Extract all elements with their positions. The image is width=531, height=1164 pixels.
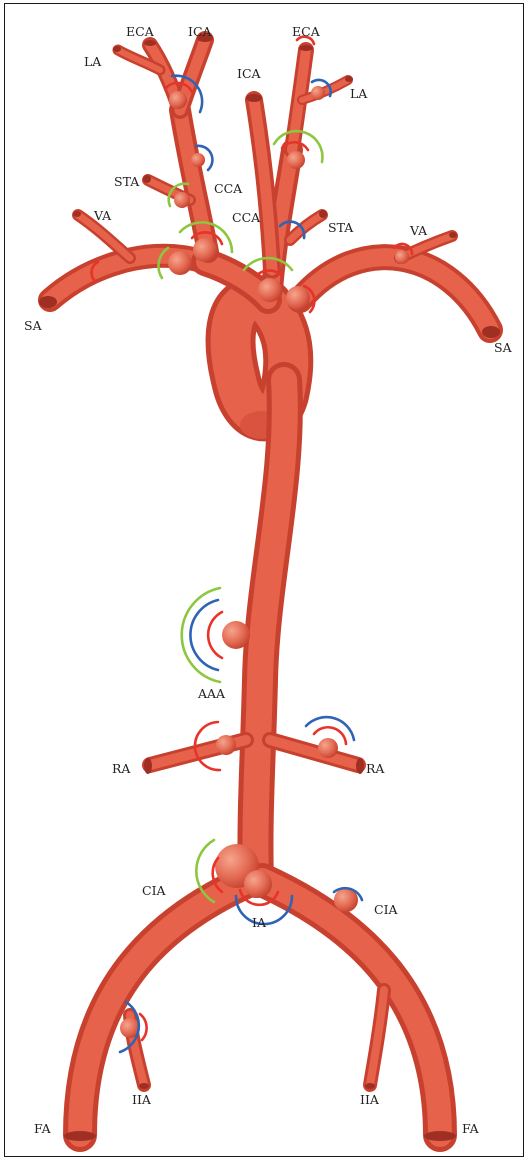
label-sa-left: SA [24, 318, 43, 333]
label-la-right: LA [350, 86, 368, 101]
aneurysm-arch-left [258, 278, 282, 302]
label-iia-right: IIA [360, 1092, 380, 1107]
label-va-left: VA [93, 208, 112, 223]
aneurysm-cca-left-upper [191, 153, 205, 167]
label-fa-left: FA [34, 1121, 52, 1136]
aneurysm-ra-left [216, 735, 236, 755]
aneurysm-arch-right [286, 286, 310, 310]
label-cia-left: CIA [142, 883, 167, 898]
label-ra-right: RA [366, 761, 385, 776]
label-ica-left: ICA [188, 24, 213, 39]
label-ia: IA [252, 915, 267, 930]
label-sta-right: STA [328, 220, 354, 235]
aneurysm-eca-right [287, 151, 305, 169]
arc-aaa-blue [190, 600, 218, 670]
label-va-right: VA [409, 223, 428, 238]
label-cia-right: CIA [374, 902, 399, 917]
aneurysm-la-right [311, 86, 325, 100]
label-aaa: AAA [197, 686, 226, 701]
label-ica-right: ICA [237, 66, 262, 81]
aneurysm-ia [244, 870, 272, 898]
label-eca-left: ECA [126, 24, 155, 39]
vessels [39, 34, 500, 1141]
treatment-arcs [92, 37, 412, 1052]
aneurysm-bifurcation-left [168, 251, 192, 275]
label-fa-right: FA [462, 1121, 480, 1136]
label-la-left: LA [84, 54, 102, 69]
label-ra-left: RA [112, 761, 131, 776]
label-sta-left: STA [114, 174, 140, 189]
label-cca-right: CCA [232, 210, 261, 225]
aneurysm-sta-left [174, 192, 190, 208]
label-eca-right: ECA [292, 24, 321, 39]
aneurysm-cca-left [193, 238, 217, 262]
arc-aaa-red [208, 612, 222, 658]
arc-iia-left-red [140, 1014, 147, 1040]
aneurysm-aaa [222, 621, 250, 649]
label-iia-left: IIA [132, 1092, 152, 1107]
aneurysm-la-left [169, 91, 187, 109]
aneurysm-ra-right [318, 738, 338, 758]
aneurysm-va-right [395, 250, 409, 264]
label-cca-left: CCA [214, 181, 243, 196]
label-sa-right: SA [494, 340, 513, 355]
